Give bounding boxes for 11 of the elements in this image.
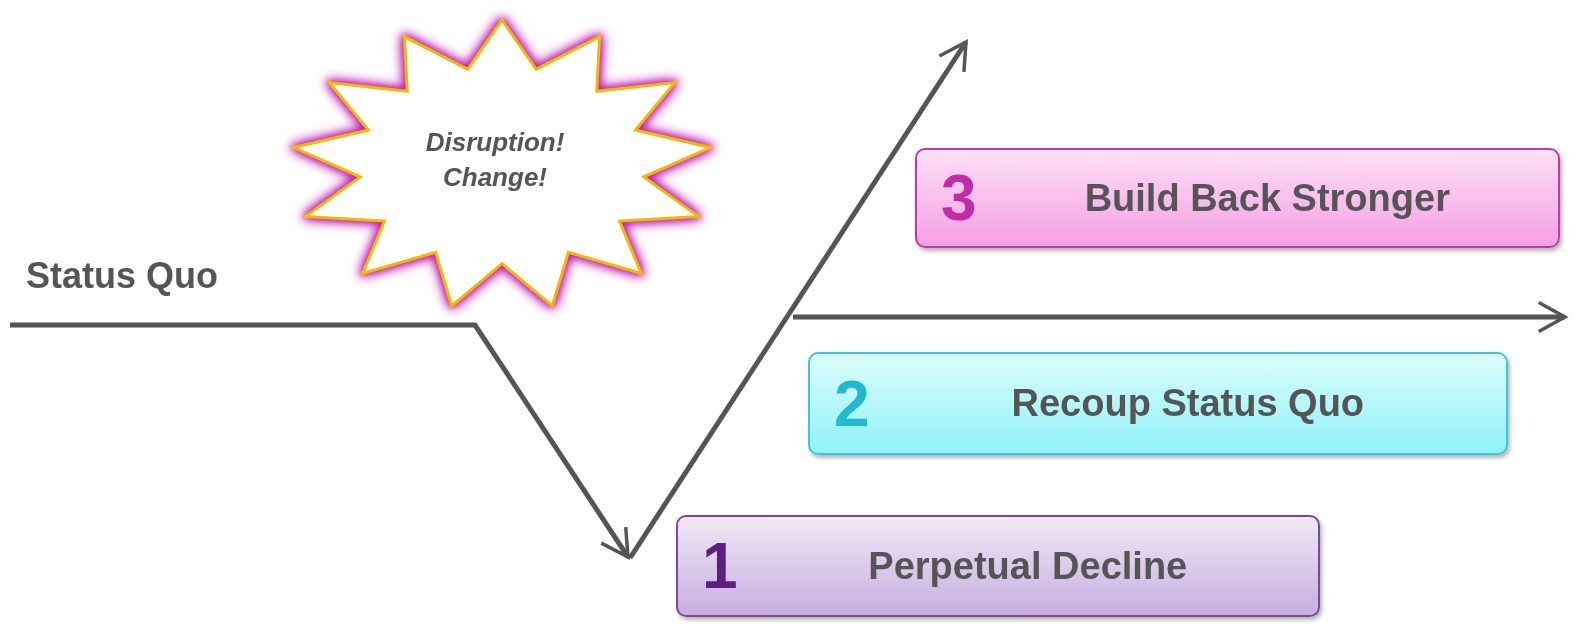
- stage-number: 3: [941, 166, 977, 230]
- stage-title: Perpetual Decline: [867, 544, 1189, 588]
- stage-number: 2: [834, 371, 870, 436]
- burst-text: Disruption! Change!: [424, 126, 566, 195]
- stage-box: [676, 515, 1320, 617]
- status-quo-label: Status Quo: [26, 255, 218, 297]
- stage-box: [808, 352, 1508, 455]
- stage-number: 1: [702, 534, 738, 598]
- stage-title: Build Back Stronger: [1083, 176, 1451, 220]
- stage-title: Recoup Status Quo: [1010, 382, 1366, 425]
- stage-box: [915, 148, 1560, 248]
